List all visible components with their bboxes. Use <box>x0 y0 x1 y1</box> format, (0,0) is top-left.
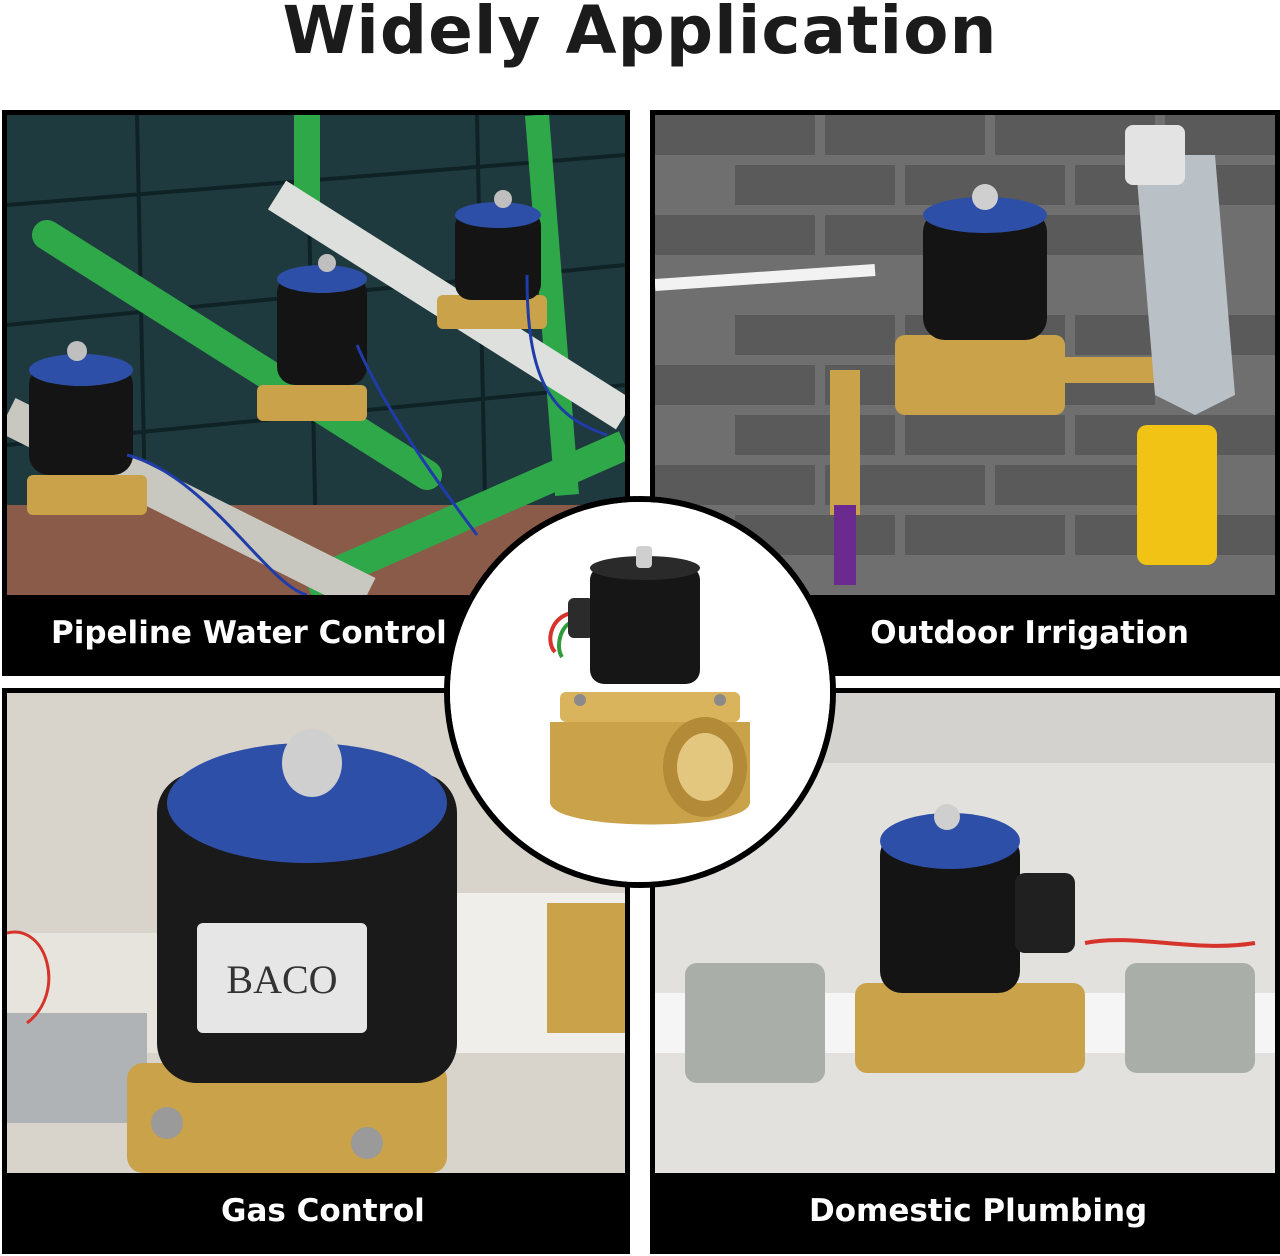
pipeline-scene-image <box>7 115 625 595</box>
plumbing-scene-image <box>655 693 1275 1173</box>
solenoid-valve-icon <box>27 190 547 515</box>
page-title: Widely Application <box>282 0 998 69</box>
solenoid-valve-product-image <box>450 502 830 882</box>
valve-brand-label: BACO <box>226 957 337 1002</box>
product-circle <box>444 496 836 888</box>
panel-gas-control: BACO Gas Control <box>2 688 630 1254</box>
irrigation-scene-image <box>655 115 1275 595</box>
panel-pipeline-water-control: Pipeline Water Control <box>2 110 630 676</box>
caption-gas-control: Gas Control <box>7 1173 625 1249</box>
gas-scene-image: BACO <box>7 693 625 1173</box>
caption-domestic-plumbing: Domestic Plumbing <box>655 1173 1275 1249</box>
panel-domestic-plumbing: Domestic Plumbing <box>650 688 1280 1254</box>
